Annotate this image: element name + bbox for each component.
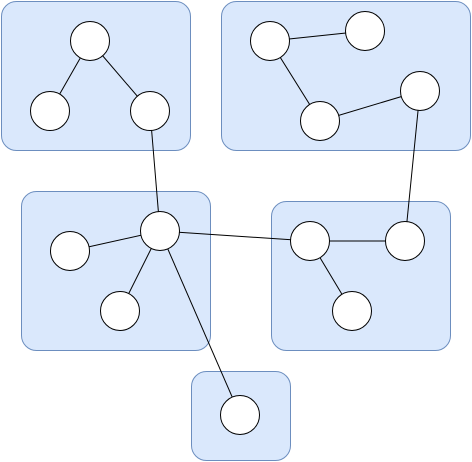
- node-n13: [332, 291, 372, 331]
- node-n7: [400, 71, 440, 111]
- nodes-layer: [30, 11, 440, 435]
- node-n14: [220, 395, 260, 435]
- node-n6: [300, 101, 340, 141]
- edge-n3-n9: [149, 110, 161, 232]
- node-n10: [100, 291, 140, 331]
- edge-n7-n12: [404, 90, 421, 242]
- node-n9: [140, 211, 180, 251]
- node-n12: [385, 221, 425, 261]
- node-n2: [30, 91, 70, 131]
- edge-n9-n14: [159, 230, 241, 416]
- edge-n9-n11: [159, 230, 311, 242]
- node-n3: [130, 91, 170, 131]
- node-n5: [345, 11, 385, 51]
- node-n8: [50, 231, 90, 271]
- node-n4: [250, 21, 290, 61]
- node-n11: [290, 221, 330, 261]
- node-n1: [70, 21, 110, 61]
